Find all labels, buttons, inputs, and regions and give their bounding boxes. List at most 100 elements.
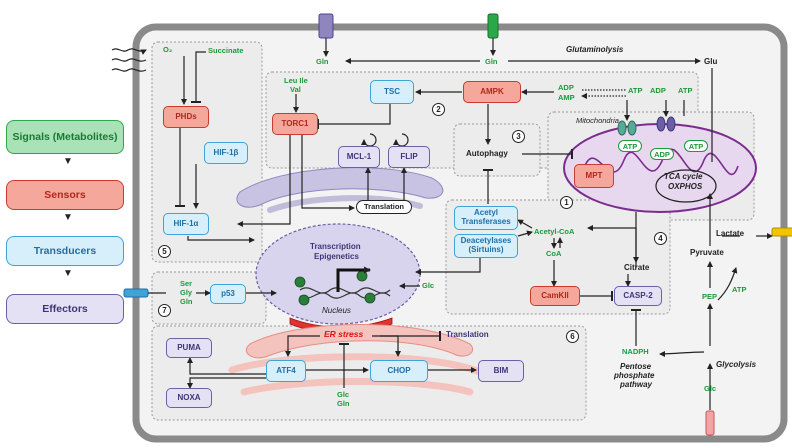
- atp-label-2: ATP: [678, 86, 693, 95]
- flip-label: FLIP: [400, 151, 418, 161]
- gln-mid-label: Gln: [485, 57, 498, 66]
- epigenetics-label: Epigenetics: [314, 252, 359, 261]
- ppp-label-1: Pentose: [620, 362, 652, 371]
- tsc-label: TSC: [384, 86, 400, 96]
- channel-left: [123, 288, 149, 298]
- channel-bottom: [705, 410, 715, 436]
- casp2-node: CASP-2: [614, 286, 662, 306]
- gln-er-label: Gln: [337, 399, 350, 408]
- glu-label: Glu: [704, 57, 718, 66]
- chop-node: CHOP: [370, 360, 428, 382]
- adp-pill-label: ADP: [654, 149, 670, 159]
- camkii-node: CamKII: [530, 286, 580, 306]
- atp-pill-2: ATP: [684, 140, 708, 152]
- acetyl-transferases-label: Acetyl Transferases: [461, 208, 511, 226]
- legend-arrow-1: ▼: [63, 156, 73, 167]
- atp-glycolysis-label: ATP: [732, 285, 747, 294]
- legend-signals: Signals (Metabolites): [6, 120, 124, 154]
- legend-signals-label: Signals (Metabolites): [12, 130, 118, 143]
- phds-node: PHDs: [163, 106, 209, 128]
- region-number-2: 2: [432, 103, 445, 116]
- ser-label: Ser: [180, 279, 193, 288]
- nucleus-label: Nucleus: [322, 306, 351, 315]
- adp-label-2: ADP: [650, 86, 666, 95]
- hif1b-node: HIF-1β: [204, 142, 248, 164]
- amp-label: AMP: [558, 93, 575, 102]
- mpt-label: MPT: [585, 170, 603, 180]
- atp-pill-2-label: ATP: [688, 141, 704, 151]
- hif1b-label: HIF-1β: [213, 147, 239, 157]
- o2-label: O₂: [163, 45, 173, 54]
- deacetylases-label: Deacetylases (Sirtuins): [460, 236, 512, 254]
- glc-er-label: Glc: [337, 390, 350, 399]
- pyruvate-label: Pyruvate: [690, 248, 724, 257]
- channel-right: [771, 227, 792, 237]
- chop-label: CHOP: [387, 365, 411, 375]
- region-number-5: 5: [158, 245, 171, 258]
- translation-label: Translation: [363, 201, 404, 211]
- gln-left-label: Gln: [316, 57, 329, 66]
- ampk-label: AMPK: [480, 86, 504, 96]
- acetyl-transferases-node: Acetyl Transferases: [454, 206, 518, 230]
- mcl1-label: MCL-1: [346, 151, 372, 161]
- gly-label: Gly: [180, 288, 193, 297]
- nucleosomes: [294, 270, 376, 306]
- atf4-node: ATF4: [266, 360, 306, 382]
- adp-label-1: ADP: [558, 83, 574, 92]
- tsc-node: TSC: [370, 80, 414, 104]
- mitochondria-label: Mitochondria: [576, 116, 619, 125]
- translation-node: Translation: [356, 200, 412, 214]
- atp-pill-1: ATP: [618, 140, 642, 152]
- citrate-label: Citrate: [624, 263, 650, 272]
- legend-sensors: Sensors: [6, 180, 124, 210]
- ppp-label-2: phosphate: [614, 371, 655, 380]
- legend-effectors: Effectors: [6, 294, 124, 324]
- glc-bottom-label: Glc: [704, 384, 717, 393]
- region-box-7: [151, 271, 267, 325]
- acetyl-coa-label: Acetyl-CoA: [534, 227, 575, 236]
- torc1-label: TORC1: [281, 118, 309, 128]
- autophagy-label: Autophagy: [466, 149, 508, 158]
- glutaminolysis-label: Glutaminolysis: [566, 45, 624, 54]
- channel-top-left: [318, 13, 334, 39]
- legend-transducers-label: Transducers: [33, 244, 97, 257]
- er-stress-label: ER stress: [324, 329, 364, 339]
- ampk-node: AMPK: [463, 81, 521, 103]
- channel-top-mid: [487, 13, 499, 39]
- ppp-label-3: pathway: [620, 380, 653, 389]
- legend-arrow-2: ▼: [63, 212, 73, 223]
- atf4-label: ATF4: [276, 365, 296, 375]
- legend-effectors-label: Effectors: [42, 302, 88, 315]
- mpt-node: MPT: [574, 164, 614, 188]
- bim-node: BIM: [478, 360, 524, 382]
- region-number-7: 7: [158, 304, 171, 317]
- translation-er-label: Translation: [446, 330, 489, 339]
- gln-p53-label: Gln: [180, 297, 193, 306]
- tca-label: TCA cycle: [664, 172, 703, 181]
- puma-node: PUMA: [166, 338, 212, 358]
- pep-label: PEP: [702, 292, 718, 301]
- lactate-label: Lactate: [716, 229, 745, 238]
- flip-node: FLIP: [388, 146, 430, 168]
- noxa-node: NOXA: [166, 388, 212, 408]
- p53-label: p53: [221, 288, 235, 298]
- leu-ile-label: Leu Ile: [284, 76, 308, 85]
- atp-label-1: ATP: [628, 86, 643, 95]
- region-number-4: 4: [654, 232, 667, 245]
- legend-arrow-3: ▼: [63, 268, 73, 279]
- er-stress-membrane: [245, 324, 474, 359]
- mito-channels: [617, 116, 676, 136]
- deacetylases-node: Deacetylases (Sirtuins): [454, 234, 518, 258]
- hif1a-label: HIF-1α: [173, 218, 199, 228]
- puma-label: PUMA: [177, 342, 201, 352]
- mcl1-node: MCL-1: [338, 146, 380, 168]
- adp-pill: ADP: [650, 148, 674, 160]
- chromatin: [299, 287, 391, 299]
- phds-label: PHDs: [175, 111, 197, 121]
- hif1a-node: HIF-1α: [163, 213, 209, 235]
- torc1-node: TORC1: [272, 113, 318, 135]
- val-label: Val: [290, 85, 301, 94]
- region-number-6: 6: [566, 330, 579, 343]
- noxa-label: NOXA: [177, 392, 201, 402]
- glycolysis-label: Glycolysis: [716, 360, 757, 369]
